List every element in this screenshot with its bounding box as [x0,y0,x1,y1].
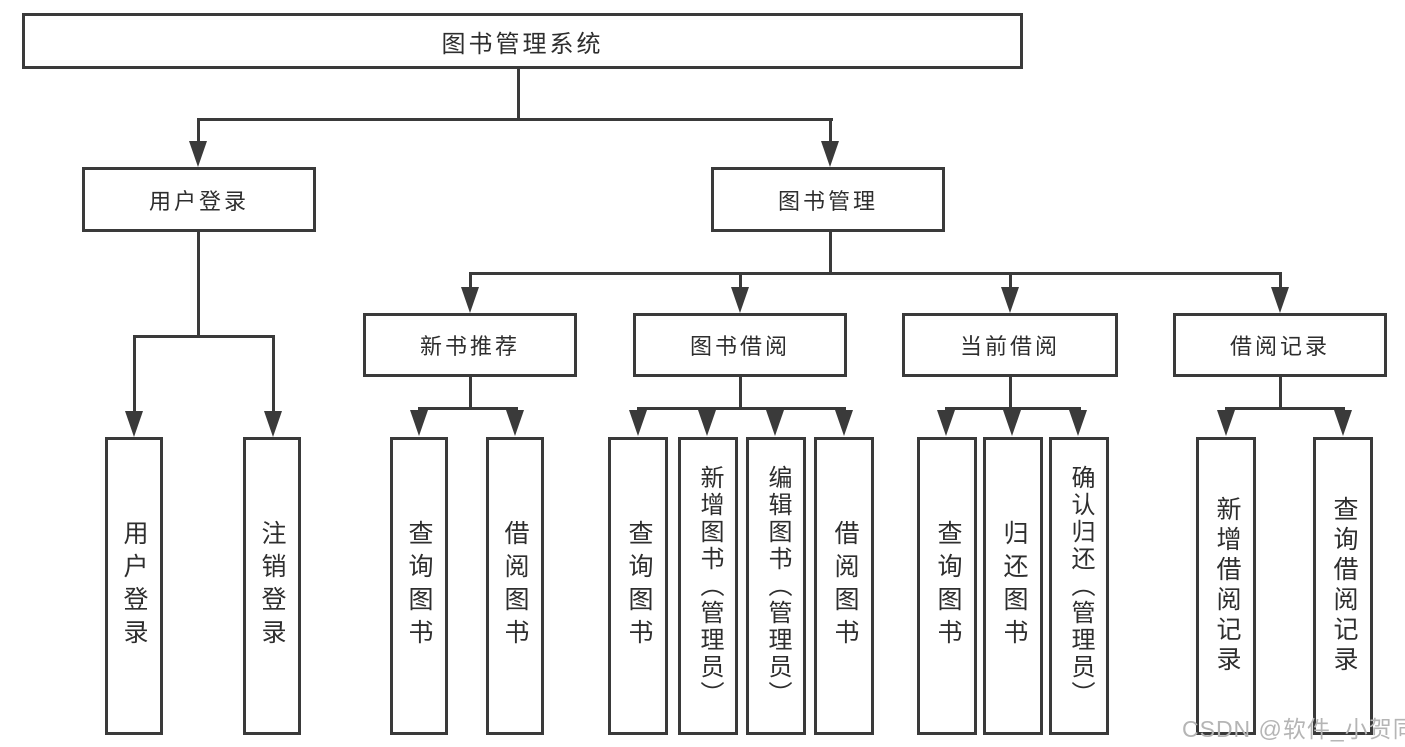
connector-line [418,407,518,410]
connector-line [1225,407,1345,410]
connector-line [739,272,742,288]
arrow-down-icon [506,410,524,436]
leaf-query-books: 查询图书 [608,437,668,735]
connector-line [739,377,742,407]
connector-line [133,335,275,338]
connector-line [829,118,832,143]
leaf-confirm-return-admin: 确认归还（管理员） [1049,437,1109,735]
connector-line [272,335,275,413]
arrow-down-icon [264,411,282,437]
connector-line [517,69,520,118]
connector-line [1279,377,1282,407]
connector-line [1279,272,1282,288]
arrow-down-icon [731,287,749,313]
node-new-book-recommend: 新书推荐 [363,313,577,377]
leaf-add-borrow-record: 新增借阅记录 [1196,437,1256,735]
connector-line [829,232,832,272]
arrow-down-icon [461,287,479,313]
arrow-down-icon [1271,287,1289,313]
leaf-edit-books-admin: 编辑图书（管理员） [746,437,806,735]
arrow-down-icon [1069,410,1087,436]
arrow-down-icon [629,410,647,436]
connector-line [945,407,1081,410]
watermark: CSDN @软件_小贺同学 [1182,716,1405,742]
leaf-query-books: 查询图书 [917,437,977,735]
arrow-down-icon [937,410,955,436]
arrow-down-icon [698,410,716,436]
arrow-down-icon [835,410,853,436]
connector-line [197,118,833,121]
leaf-query-books: 查询图书 [390,437,448,735]
node-library-system: 图书管理系统 [22,13,1023,69]
arrow-down-icon [1334,410,1352,436]
connector-line [197,118,200,143]
node-book-management: 图书管理 [711,167,945,232]
arrow-down-icon [1003,410,1021,436]
leaf-return-books: 归还图书 [983,437,1043,735]
leaf-add-books-admin: 新增图书（管理员） [678,437,738,735]
arrow-down-icon [1217,410,1235,436]
node-user-login: 用户登录 [82,167,316,232]
connector-line [197,232,200,335]
node-current-borrowing: 当前借阅 [902,313,1118,377]
connector-line [1009,377,1012,407]
arrow-down-icon [821,141,839,167]
leaf-user-login: 用户登录 [105,437,163,735]
connector-line [469,272,472,288]
arrow-down-icon [189,141,207,167]
arrow-down-icon [1001,287,1019,313]
node-book-borrowing: 图书借阅 [633,313,847,377]
arrow-down-icon [766,410,784,436]
leaf-borrow-books: 借阅图书 [814,437,874,735]
connector-line [1009,272,1012,288]
connector-line [469,272,1282,275]
connector-line [133,335,136,413]
leaf-logout: 注销登录 [243,437,301,735]
node-borrow-records: 借阅记录 [1173,313,1387,377]
connector-line [637,407,846,410]
arrow-down-icon [125,411,143,437]
connector-line [469,377,472,407]
arrow-down-icon [410,410,428,436]
leaf-borrow-books: 借阅图书 [486,437,544,735]
leaf-query-borrow-record: 查询借阅记录 [1313,437,1373,735]
